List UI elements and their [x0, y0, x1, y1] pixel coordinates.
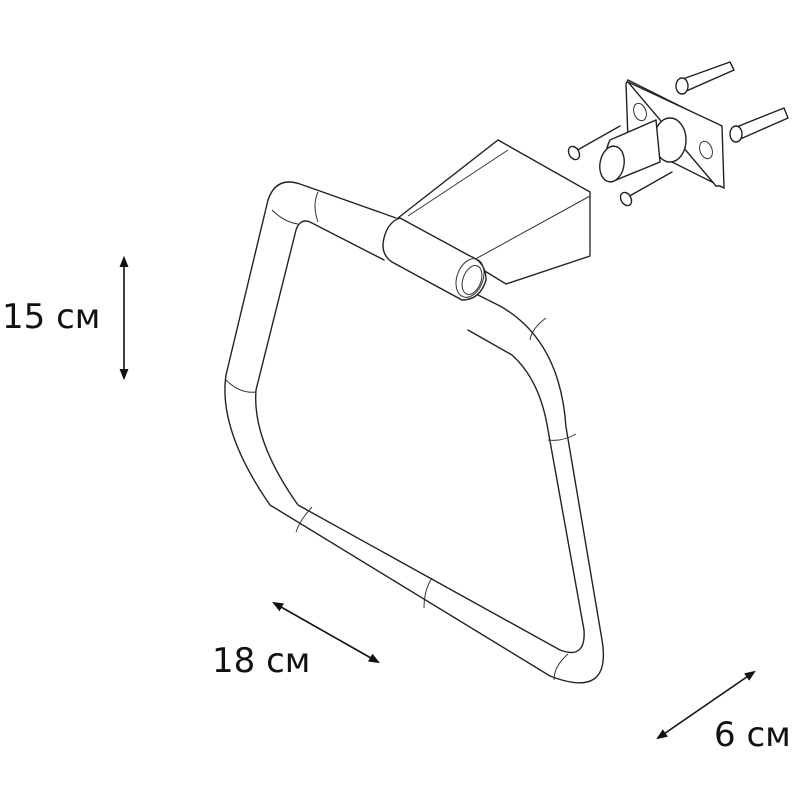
towel-ring — [224, 181, 604, 684]
mounting-plate — [599, 79, 725, 190]
wall-plug-lower — [729, 107, 789, 143]
width-dimension-arrow — [272, 601, 380, 664]
wall-holder-block — [382, 139, 591, 301]
wall-plug-upper — [675, 61, 735, 95]
width-dimension-label: 18 см — [212, 641, 311, 681]
height-dimension-label: 15 см — [2, 297, 101, 337]
screw-lower — [619, 171, 673, 207]
depth-dimension-arrow — [656, 670, 756, 740]
depth-dimension-label: 6 см — [714, 715, 791, 755]
screw-upper — [567, 125, 621, 161]
